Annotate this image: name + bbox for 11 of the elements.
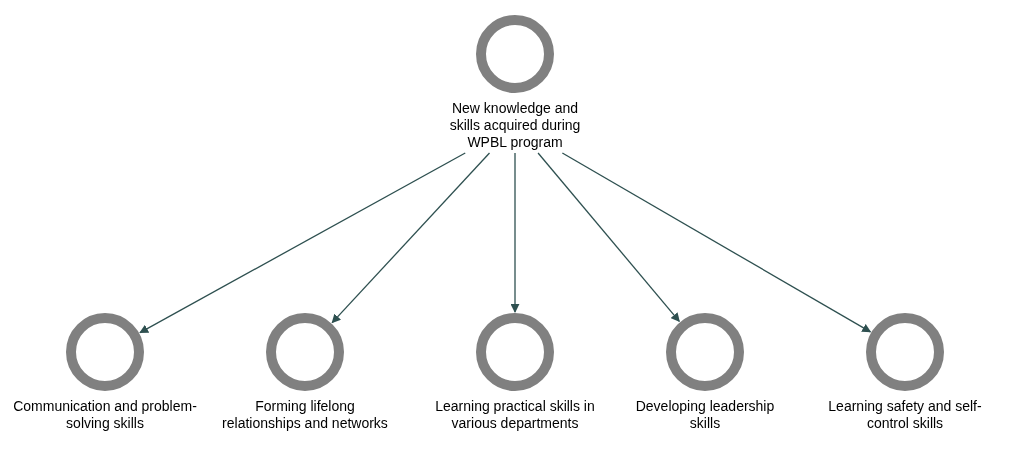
node-label: Forming lifelong relationships and networks bbox=[221, 398, 389, 432]
node-label: Developing leadership skills bbox=[634, 398, 776, 432]
node-label: New knowledge and skills acquired during WPBL program bbox=[448, 100, 582, 151]
node-label: Communication and problem-solving skills bbox=[12, 398, 198, 432]
arrow bbox=[561, 152, 872, 333]
arrow bbox=[331, 152, 491, 324]
arrow bbox=[139, 152, 466, 334]
node-label: Learning safety and self-control skills bbox=[827, 398, 983, 432]
arrow bbox=[510, 152, 520, 313]
arrow bbox=[537, 152, 680, 323]
node-label: Learning practical skills in various departments bbox=[434, 398, 596, 432]
